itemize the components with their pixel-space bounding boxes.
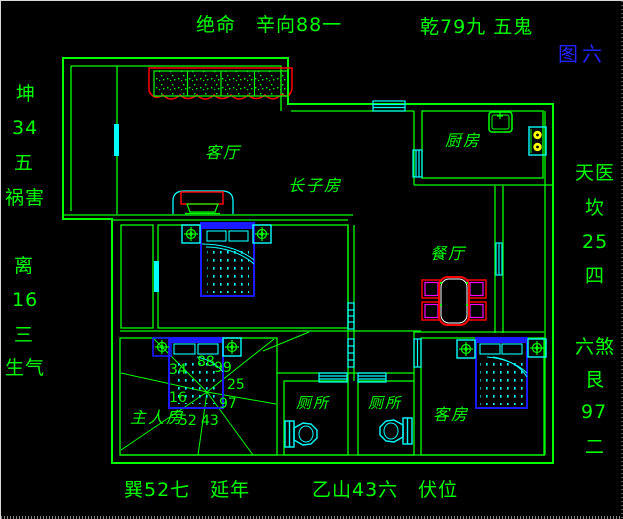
star-number-52: 52 — [179, 413, 197, 429]
room-label-toilet-right: 厕所 — [368, 394, 403, 412]
compass-right-lower-2: 艮 — [585, 369, 606, 391]
compass-right-upper-3: 25 — [582, 231, 609, 253]
room-label-eldest-son: 长子房 — [288, 176, 343, 195]
pillow — [479, 343, 501, 355]
screen-edge-dither-bottom — [1, 516, 623, 519]
star-number-99: 99 — [214, 360, 232, 376]
compass-label-bottom-right: 乙山43六 伏位 — [312, 479, 459, 501]
kitchen-sink — [488, 111, 513, 133]
star-number-88: 88 — [197, 354, 215, 370]
figure-label: 图六 — [558, 42, 606, 66]
compass-label-top-left: 绝命 辛向88一 — [196, 14, 343, 36]
sofa — [148, 67, 293, 100]
compass-left-lower-3: 三 — [14, 324, 35, 346]
nightstand — [252, 224, 272, 244]
tv-screen — [180, 191, 224, 205]
compass-left-upper-4: 祸害 — [5, 187, 46, 209]
compass-left-lower-4: 生气 — [5, 357, 46, 379]
pillow — [206, 230, 227, 242]
star-number-97: 97 — [219, 396, 237, 412]
room-toilet-left — [283, 380, 349, 456]
bed-guest — [475, 337, 528, 409]
room-kitchen — [421, 110, 544, 179]
compass-right-lower-1: 六煞 — [575, 336, 616, 358]
windows — [318, 100, 503, 383]
blanket-dots — [480, 359, 523, 405]
pillow — [197, 343, 219, 355]
tv-body — [186, 203, 219, 213]
pillow — [173, 343, 196, 355]
star-number-43: 43 — [201, 413, 219, 429]
tv-table-outline — [172, 190, 234, 214]
blanket-dots — [173, 358, 219, 404]
compass-left-lower-2: 16 — [12, 289, 39, 311]
nightstand — [152, 337, 172, 357]
door-living-left — [114, 124, 119, 156]
compass-left-upper-3: 五 — [14, 152, 35, 174]
compass-right-upper-4: 四 — [585, 265, 606, 287]
bed-eldest-son — [200, 222, 255, 297]
compass-right-lower-4: 二 — [585, 436, 606, 458]
compass-left-lower-1: 离 — [14, 255, 35, 277]
room-label-living: 客厅 — [205, 143, 242, 162]
compass-left-upper-2: 34 — [12, 117, 39, 139]
tv-unit — [172, 190, 234, 215]
stove — [528, 126, 547, 156]
window-top — [372, 100, 406, 112]
nightstand — [456, 339, 476, 359]
toilet-fixture-left — [284, 420, 318, 448]
compass-right-lower-3: 97 — [581, 401, 608, 423]
room-label-kitchen: 厨房 — [445, 131, 482, 150]
window-dining-right — [495, 242, 503, 276]
nightstand — [222, 337, 242, 357]
pillow — [501, 343, 523, 355]
nightstand — [181, 224, 201, 244]
window-guest-left — [413, 338, 422, 368]
window-kitchen-left — [412, 149, 423, 178]
dining-table-set — [421, 276, 487, 326]
blanket-dots — [207, 249, 249, 293]
toilet-fixture-right — [379, 417, 413, 445]
star-number-16: 16 — [169, 390, 187, 406]
screen-edge-dither-right — [621, 1, 623, 519]
furniture — [148, 67, 547, 448]
room-label-dining: 餐厅 — [430, 244, 467, 263]
nightstand — [527, 338, 547, 358]
star-number-34: 34 — [169, 362, 187, 378]
stray-line — [262, 331, 310, 352]
window-duct-upper — [347, 302, 355, 330]
window-duct-lower — [347, 338, 355, 368]
compass-label-bottom-left: 巽52七 延年 — [124, 479, 251, 501]
door-eldest-son — [154, 261, 159, 292]
pillow — [228, 230, 249, 242]
compass-left-upper-1: 坤 — [16, 83, 37, 105]
dining-table — [438, 276, 470, 326]
compass-right-upper-2: 坎 — [585, 197, 606, 219]
compass-label-top-right: 乾79九 五鬼 — [420, 16, 534, 38]
room-label-guest: 客房 — [433, 405, 470, 424]
room-label-toilet-left: 厕所 — [296, 394, 331, 412]
room-closet — [120, 224, 154, 329]
room-label-master: 主人房 — [130, 408, 185, 427]
window-toilet-right — [357, 372, 387, 383]
star-number-25: 25 — [227, 377, 245, 393]
window-toilet-left — [318, 372, 348, 383]
compass-right-upper-1: 天医 — [575, 162, 616, 184]
doors — [114, 124, 159, 292]
bed-master — [168, 337, 224, 409]
master-star-lines — [120, 331, 310, 456]
